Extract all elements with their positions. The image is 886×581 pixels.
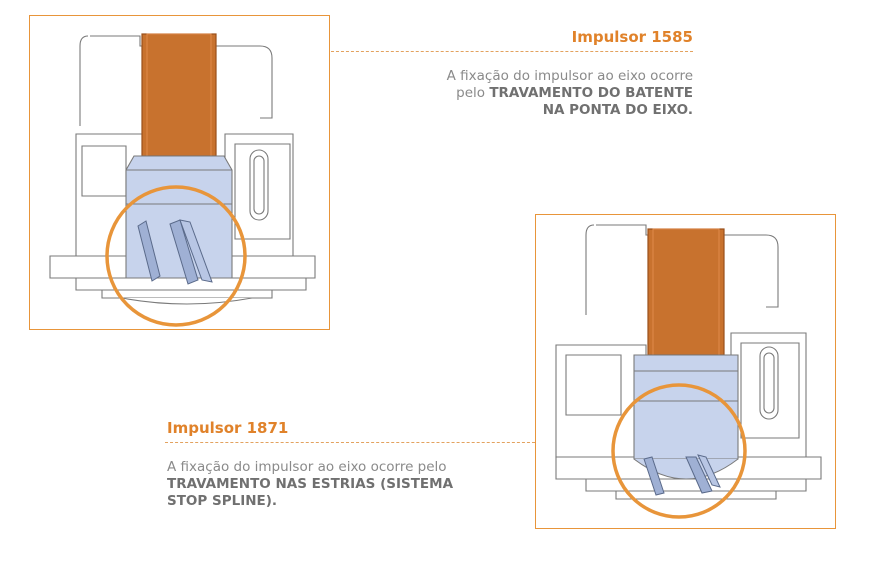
desc-bold-text: TRAVAMENTO DO BATENTE NA PONTA DO EIXO. <box>489 85 693 118</box>
highlight-circle <box>105 185 247 327</box>
leader-line-1871 <box>165 442 535 443</box>
highlight-circle <box>611 383 747 519</box>
desc-text: A fixação do impulsor ao eixo ocorre pel… <box>167 459 447 475</box>
desc-text: A fixação do impulsor ao eixo ocorre pel… <box>446 68 693 101</box>
impulsor-1585-description: A fixação do impulsor ao eixo ocorre pel… <box>433 68 693 119</box>
cross-section-1585 <box>49 33 316 327</box>
impulsor-1585-diagram <box>29 15 330 330</box>
impulsor-1871-title: Impulsor 1871 <box>167 419 289 437</box>
shaft <box>647 228 725 356</box>
impulsor-1585-title: Impulsor 1585 <box>571 28 693 46</box>
cross-section-1871 <box>555 224 822 519</box>
shaft <box>141 33 217 157</box>
hub <box>125 155 233 279</box>
impulsor-1871-description: A fixação do impulsor ao eixo ocorre pel… <box>167 459 487 510</box>
desc-bold-text: TRAVAMENTO NAS ESTRIAS (SISTEMA STOP SPL… <box>167 476 454 509</box>
impulsor-1871-diagram <box>535 214 836 529</box>
leader-line-1585 <box>331 51 693 52</box>
